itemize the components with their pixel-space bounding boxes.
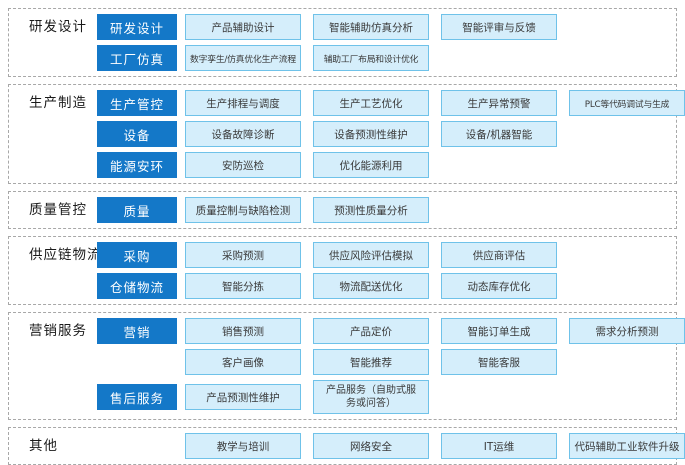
capability-chip: 设备故障诊断: [185, 121, 301, 147]
capability-chip: 产品定价: [313, 318, 429, 344]
section-row: 质量管控质量质量控制与缺陷检测预测性质量分析: [8, 191, 677, 229]
capability-chip: 需求分析预测: [569, 318, 685, 344]
category-button: 研发设计: [97, 14, 177, 40]
category-button: 生产管控: [97, 90, 177, 116]
group-row: 研发设计产品辅助设计智能辅助仿真分析智能评审与反馈: [97, 14, 670, 40]
item-list: 设备故障诊断设备预测性维护设备/机器智能: [185, 121, 569, 147]
item-list: 产品预测性维护产品服务（自助式服务或问答）: [185, 380, 441, 414]
capability-chip: 采购预测: [185, 242, 301, 268]
group-row: 能源安环安防巡检优化能源利用: [97, 152, 685, 178]
group-row: 售后服务产品预测性维护产品服务（自助式服务或问答）: [97, 380, 685, 414]
capability-chip: 代码辅助工业软件升级: [569, 433, 685, 459]
capability-chip: 辅助工厂布局和设计优化: [313, 45, 429, 71]
category-button: 工厂仿真: [97, 45, 177, 71]
group-row: 设备设备故障诊断设备预测性维护设备/机器智能: [97, 121, 685, 147]
capability-chip: 供应商评估: [441, 242, 557, 268]
capability-chip: 产品辅助设计: [185, 14, 301, 40]
section-groups: 研发设计产品辅助设计智能辅助仿真分析智能评审与反馈工厂仿真数字孪生/仿真优化生产…: [97, 14, 670, 71]
capability-chip: 智能分拣: [185, 273, 301, 299]
section-label: 营销服务: [29, 323, 87, 339]
section-groups: 营销销售预测产品定价智能订单生成需求分析预测客户画像智能推荐智能客服售后服务产品…: [97, 318, 685, 414]
capability-chip: 智能客服: [441, 349, 557, 375]
section-label: 质量管控: [29, 202, 87, 218]
capability-chip: 设备/机器智能: [441, 121, 557, 147]
category-button: 采购: [97, 242, 177, 268]
capability-chip: 预测性质量分析: [313, 197, 429, 223]
item-list: 采购预测供应风险评估模拟供应商评估: [185, 242, 569, 268]
capability-chip: 数字孪生/仿真优化生产流程: [185, 45, 301, 71]
capability-chip: 供应风险评估模拟: [313, 242, 429, 268]
category-button: 营销: [97, 318, 177, 344]
capability-chip: 设备预测性维护: [313, 121, 429, 147]
capability-chip: 生产排程与调度: [185, 90, 301, 116]
section-label: 其他: [29, 438, 58, 454]
category-button: 能源安环: [97, 152, 177, 178]
section-label: 生产制造: [29, 95, 87, 111]
capability-chip: 产品预测性维护: [185, 384, 301, 410]
section-row: 研发设计研发设计产品辅助设计智能辅助仿真分析智能评审与反馈工厂仿真数字孪生/仿真…: [8, 8, 677, 77]
capability-chip: 智能评审与反馈: [441, 14, 557, 40]
section-groups: 质量质量控制与缺陷检测预测性质量分析: [97, 197, 670, 223]
category-button: 仓储物流: [97, 273, 177, 299]
section-groups: 教学与培训网络安全 IT运维代码辅助工业软件升级: [97, 433, 685, 459]
section-label: 研发设计: [29, 19, 87, 35]
capability-chip: 动态库存优化: [441, 273, 557, 299]
capability-chip: 教学与培训: [185, 433, 301, 459]
capability-chip: 产品服务（自助式服务或问答）: [313, 380, 429, 414]
category-button: 设备: [97, 121, 177, 147]
capability-chip: 优化能源利用: [313, 152, 429, 178]
capability-chip: PLC等代码调试与生成: [569, 90, 685, 116]
capability-chip: 智能订单生成: [441, 318, 557, 344]
group-row: 营销销售预测产品定价智能订单生成需求分析预测: [97, 318, 685, 344]
item-list: 教学与培训网络安全 IT运维代码辅助工业软件升级: [185, 433, 685, 459]
group-row: 仓储物流智能分拣物流配送优化动态库存优化: [97, 273, 670, 299]
group-row: 客户画像智能推荐智能客服: [97, 349, 685, 375]
item-list: 安防巡检优化能源利用: [185, 152, 441, 178]
capability-chip: IT运维: [441, 433, 557, 459]
capability-chip: 销售预测: [185, 318, 301, 344]
item-list: 数字孪生/仿真优化生产流程辅助工厂布局和设计优化: [185, 45, 441, 71]
capability-chip: 生产异常预警: [441, 90, 557, 116]
group-row: 质量质量控制与缺陷检测预测性质量分析: [97, 197, 670, 223]
section-label: 供应链物流: [29, 247, 102, 263]
capability-chip: 客户画像: [185, 349, 301, 375]
category-button: 售后服务: [97, 384, 177, 410]
item-list: 智能分拣物流配送优化动态库存优化: [185, 273, 569, 299]
category-button: 质量: [97, 197, 177, 223]
item-list: 质量控制与缺陷检测预测性质量分析: [185, 197, 441, 223]
capability-chip: 网络安全: [313, 433, 429, 459]
capability-chip: 智能辅助仿真分析: [313, 14, 429, 40]
item-list: 销售预测产品定价智能订单生成需求分析预测: [185, 318, 685, 344]
capability-chip: 质量控制与缺陷检测: [185, 197, 301, 223]
capability-chip: 生产工艺优化: [313, 90, 429, 116]
item-list: 生产排程与调度生产工艺优化生产异常预警 PLC等代码调试与生成: [185, 90, 685, 116]
section-row: 供应链物流采购采购预测供应风险评估模拟供应商评估仓储物流智能分拣物流配送优化动态…: [8, 236, 677, 305]
section-row: 其他 教学与培训网络安全 IT运维代码辅助工业软件升级: [8, 427, 685, 465]
group-row: 教学与培训网络安全 IT运维代码辅助工业软件升级: [97, 433, 685, 459]
section-groups: 采购采购预测供应风险评估模拟供应商评估仓储物流智能分拣物流配送优化动态库存优化: [97, 242, 670, 299]
section-groups: 生产管控生产排程与调度生产工艺优化生产异常预警 PLC等代码调试与生成设备设备故障…: [97, 90, 685, 178]
capability-chip: 物流配送优化: [313, 273, 429, 299]
item-list: 产品辅助设计智能辅助仿真分析智能评审与反馈: [185, 14, 569, 40]
item-list: 客户画像智能推荐智能客服: [185, 349, 569, 375]
capability-chip: 智能推荐: [313, 349, 429, 375]
group-row: 生产管控生产排程与调度生产工艺优化生产异常预警 PLC等代码调试与生成: [97, 90, 685, 116]
capability-chip: 安防巡检: [185, 152, 301, 178]
group-row: 采购采购预测供应风险评估模拟供应商评估: [97, 242, 670, 268]
group-row: 工厂仿真数字孪生/仿真优化生产流程辅助工厂布局和设计优化: [97, 45, 670, 71]
section-row: 营销服务营销销售预测产品定价智能订单生成需求分析预测客户画像智能推荐智能客服售后…: [8, 312, 685, 420]
